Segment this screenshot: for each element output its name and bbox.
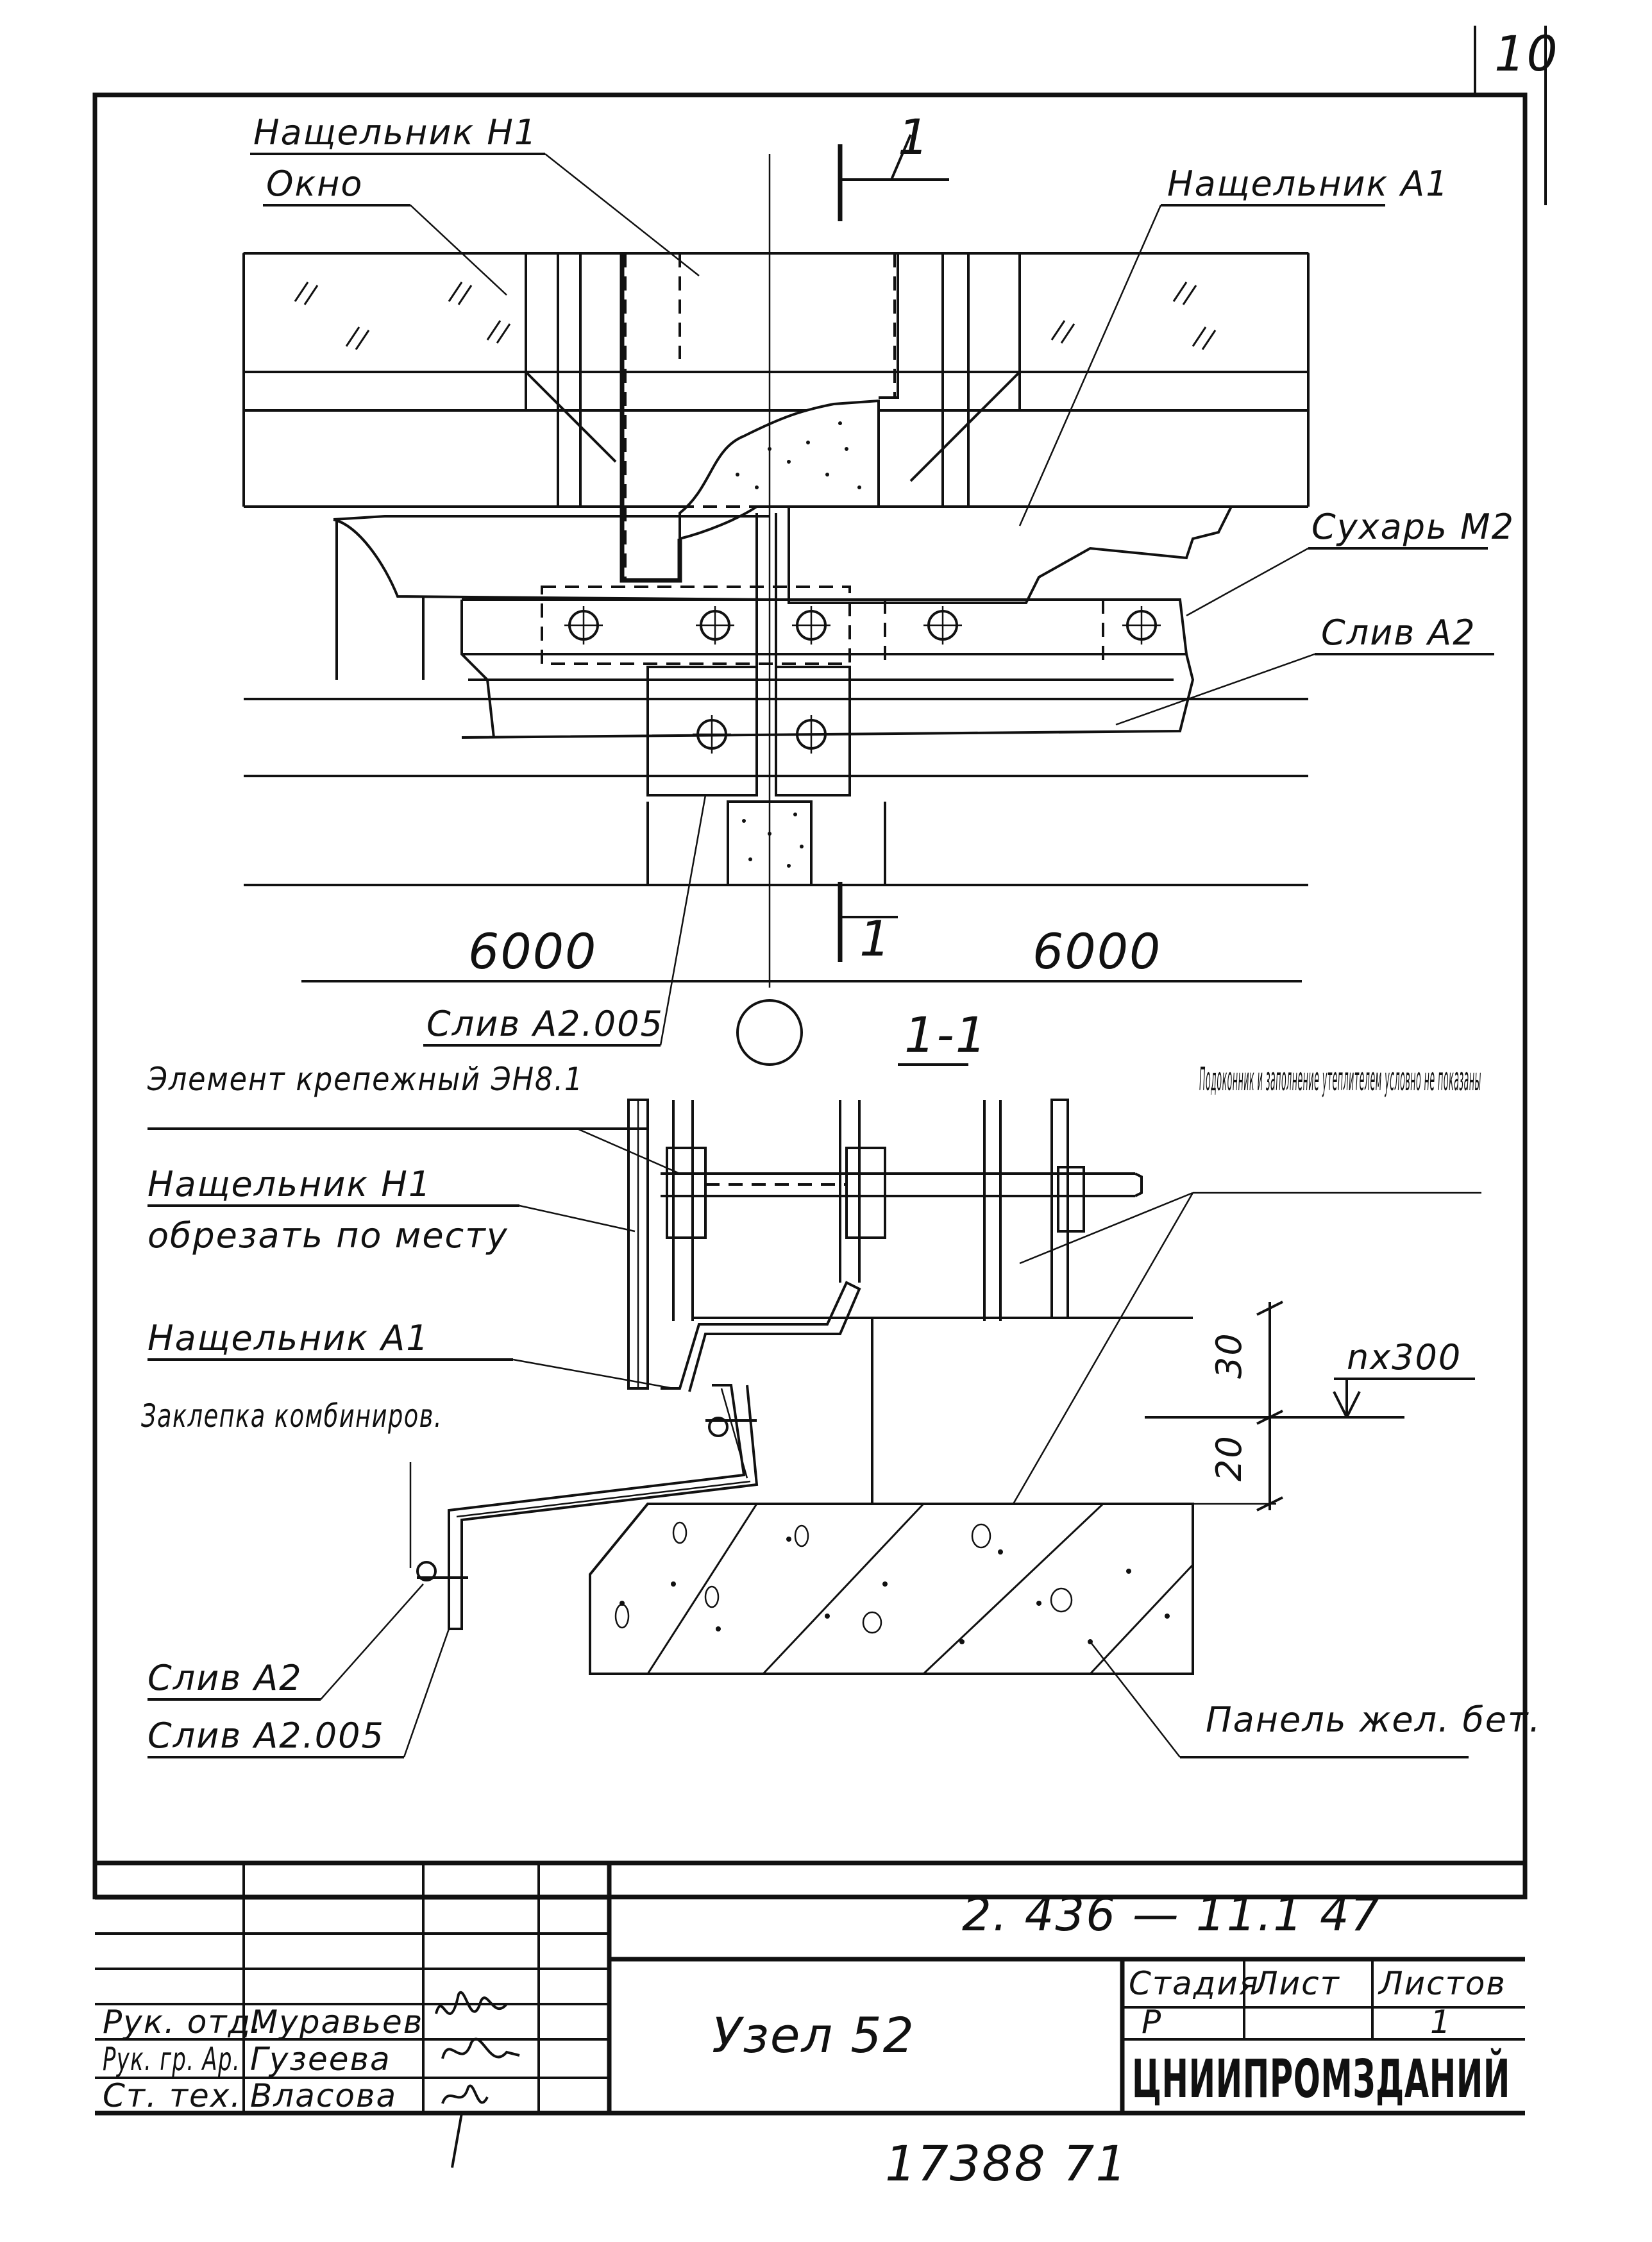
glass-hatch [294, 282, 1217, 350]
col-sheet: Лист [1252, 1965, 1340, 2002]
axis-marker [736, 999, 803, 1066]
dim-20: 20 [1209, 1435, 1249, 1481]
section-title: 1-1 [904, 1006, 988, 1063]
label-okno: Окно [266, 164, 363, 204]
stage-value: Р [1142, 2003, 1162, 2041]
col-stage: Стадия [1129, 1965, 1260, 2002]
page-number: 10 [1494, 25, 1559, 82]
signature-role: Рук. гр. Ар. [103, 2041, 240, 2078]
dimension-left: 6000 [468, 923, 597, 980]
signature-role: Рук. отд. [103, 2003, 263, 2041]
signature-name: Гузеева [250, 2041, 391, 2078]
label-nashchelnik-a1-section: Нащельник А1 [148, 1318, 430, 1358]
label-nashchelnik-h1-section: Нащельник Н1 [148, 1164, 432, 1204]
label-sliv-a2-005-plan: Слив А2.005 [426, 1004, 664, 1044]
label-element-krepezhny: Элемент крепежный ЭН8.1 [147, 1061, 584, 1098]
signature-role: Ст. тех. [103, 2077, 242, 2114]
concrete-ovals [614, 1521, 1073, 1634]
label-nashchelnik-h1-plan: Нащельник Н1 [253, 112, 537, 153]
footer-number: 17388 71 [885, 2135, 1128, 2192]
sheets-value: 1 [1430, 2003, 1452, 2041]
signature-name: Муравьев [250, 2003, 423, 2041]
label-panel: Панель жел. бет. [1206, 1699, 1542, 1740]
label-sukhar-m2: Сухарь М2 [1311, 507, 1515, 547]
dimension-right: 6000 [1032, 923, 1161, 980]
sheet-frame: 10 [92, 25, 1559, 1900]
signature-name: Власова [250, 2077, 397, 2114]
organization: ЦНИИПРОМЗДАНИЙ [1132, 2048, 1510, 2110]
label-zaklepka: Заклепка комбиниров. [141, 1397, 442, 1435]
bolt-holes [564, 606, 1161, 754]
label-sliv-a2-section: Слив А2 [148, 1658, 303, 1698]
section-mark-top: 1 [898, 108, 930, 165]
section-view: 1-1 [141, 1006, 1542, 1758]
title-block: 2. 436 — 11.1 47 Узел 52 Стадия Лист Лис… [95, 1860, 1525, 2192]
dim-nx300: nx300 [1347, 1337, 1462, 1378]
col-sheets: Листов [1378, 1965, 1506, 2002]
label-podokonnik: Подоконник и заполнение утеплителем усло… [1199, 1061, 1481, 1098]
plan-view: 1 1 [242, 108, 1515, 1066]
section-mark-bottom: 1 [859, 910, 891, 967]
label-obrezat: обрезать по месту [148, 1215, 509, 1256]
handwritten-signatures [435, 1991, 520, 2168]
label-sliv-a2-005-section: Слив А2.005 [148, 1715, 385, 1756]
concrete-dots [620, 1537, 1170, 1644]
concrete-hatch [646, 1503, 1194, 1675]
drawing-title: Узел 52 [712, 2007, 915, 2064]
insulation-dots [736, 421, 861, 489]
dim-30: 30 [1209, 1332, 1249, 1379]
label-nashchelnik-a1-plan: Нащельник А1 [1167, 164, 1449, 204]
document-code: 2. 436 — 11.1 47 [962, 1887, 1381, 1941]
label-sliv-a2-plan: Слив А2 [1321, 612, 1476, 653]
